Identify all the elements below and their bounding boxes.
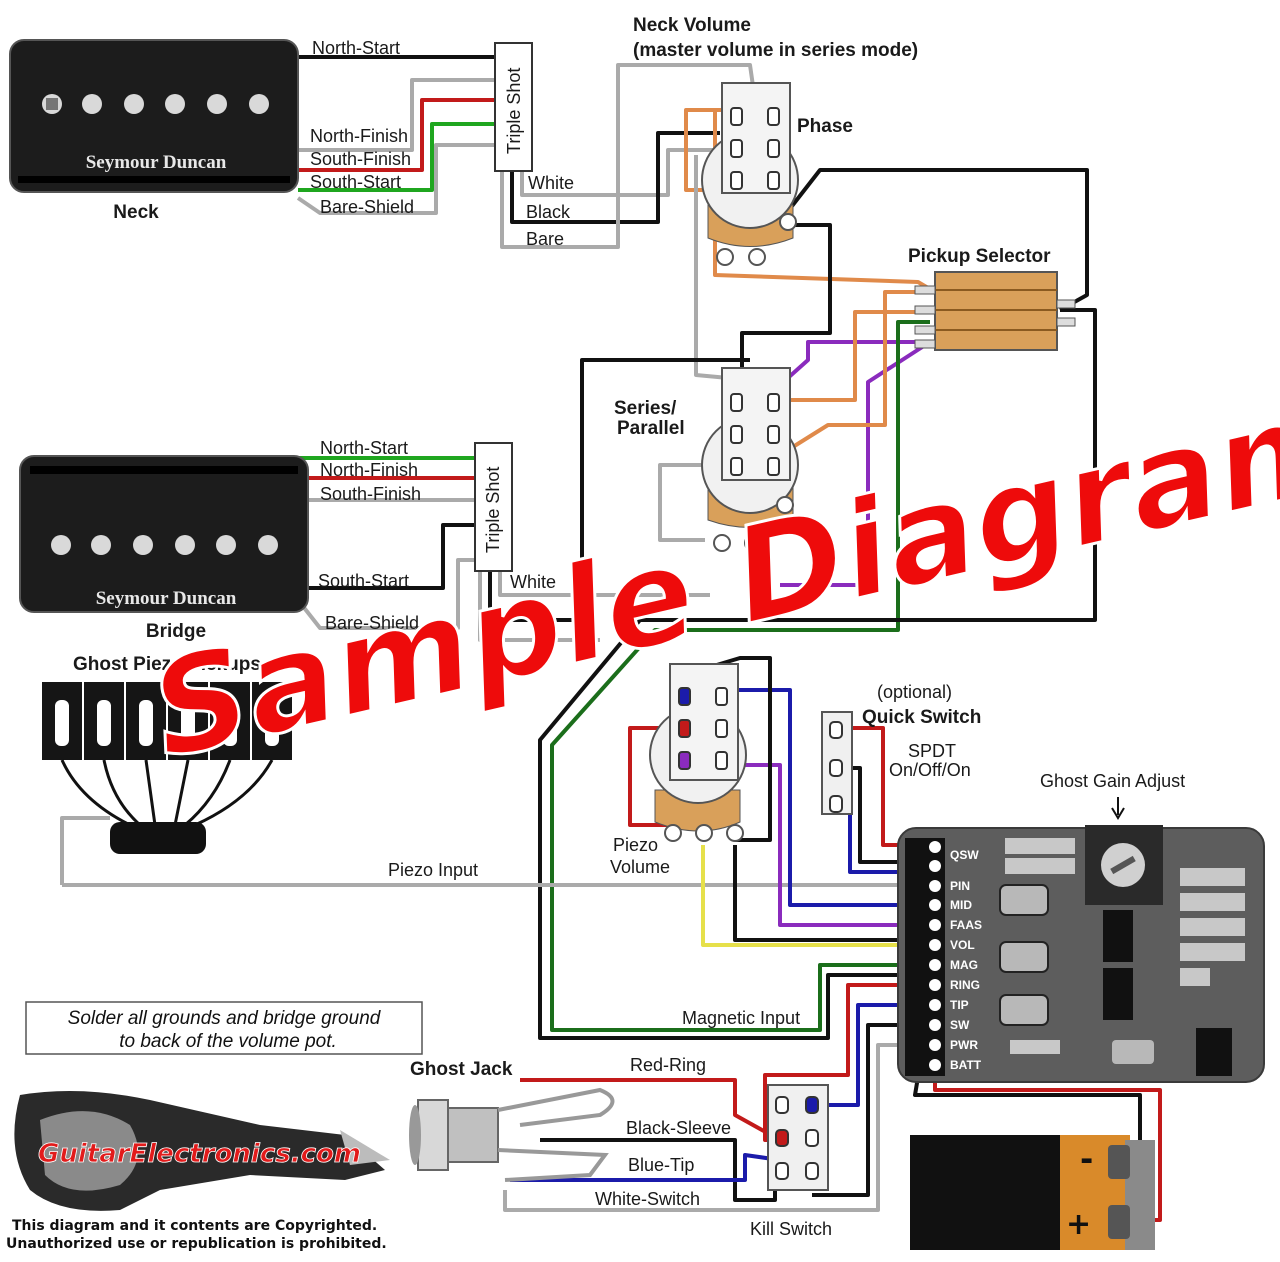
battery: - + [910,1135,1155,1250]
spdt-mode-label: On/Off/On [889,760,971,780]
neck-pole-pieces [42,94,269,114]
series-parallel-pot [701,367,799,552]
phase-label: Phase [797,116,853,137]
pin-label-sw: SW [950,1018,970,1032]
pin-label-vol: VOL [950,938,975,952]
ghost-piezo-pickups-label: Ghost Piezo Pickups [73,654,261,675]
jack-wire-white-switch: White-Switch [595,1189,700,1209]
copyright-line-1: This diagram and it contents are Copyrig… [12,1218,377,1234]
ghost-jack-label: Ghost Jack [410,1059,513,1080]
ghost-preamp-board [897,825,1265,1083]
bridge-pickup-label: Bridge [146,621,206,642]
neck-out-black: Black [526,202,571,222]
bridge-wire-bare-shield: Bare-Shield [325,613,419,633]
board-pin-ring [929,979,941,991]
ghost-gain-arrow-icon [1111,797,1125,820]
board-pin-faas [929,919,941,931]
jack-wire-blue-tip: Blue-Tip [628,1155,694,1175]
guitarelectronics-logo: GuitarElectronics.com [14,1091,390,1211]
neck-pickup-brand: Seymour Duncan [86,152,227,173]
magnetic-input-label: Magnetic Input [682,1008,800,1028]
piezo-input-label: Piezo Input [388,860,478,880]
spdt-label: SPDT [908,741,956,761]
quick-switch-optional: (optional) [877,682,952,702]
copyright-line-2: Unauthorized use or republication is pro… [6,1236,387,1252]
neck-volume-note: (master volume in series mode) [633,40,918,61]
board-pin-sw [929,1019,941,1031]
quick-switch [821,711,853,815]
bridge-triple-shot: Triple Shot [474,442,513,572]
neck-wire-south-start: South-Start [310,172,401,192]
ghost-jack [409,1087,615,1182]
pin-label-tip: TIP [950,998,969,1012]
bridge-pole-pieces [51,535,278,555]
neck-wire-north-start: North-Start [312,38,400,58]
neck-wire-south-finish: South-Finish [310,149,411,169]
ghost-board-pins [905,838,945,1076]
board-pin-pin [929,880,941,892]
pin-label-batt: BATT [950,1058,982,1072]
bridge-wire-south-finish: South-Finish [320,484,421,504]
neck-out-white: White [528,173,574,193]
pin-label-mag: MAG [950,958,978,972]
kill-switch-label: Kill Switch [750,1219,832,1239]
neck-wire-north-finish: North-Finish [310,126,408,146]
bridge-wire-north-start: North-Start [320,438,408,458]
board-pin-qsw [929,841,941,853]
battery-minus-icon: - [1080,1140,1093,1178]
pin-label-faas: FAAS [950,918,982,932]
ghost-gain-adjust-label: Ghost Gain Adjust [1040,771,1185,791]
series-parallel-label-2: Parallel [617,418,685,439]
jack-wire-black-sleeve: Black-Sleeve [626,1118,731,1138]
wires [60,55,1162,1222]
neck-triple-shot: Triple Shot [494,42,533,172]
ghost-piezo-saddles [42,682,292,854]
board-pin-mid [929,899,941,911]
pin-label-pin: PIN [950,879,970,893]
bridge-wire-south-start: South-Start [318,571,409,591]
ground-note-line-1: Solder all grounds and bridge ground [68,1008,382,1029]
logo-text: GuitarElectronics.com [38,1139,361,1169]
battery-plus-icon: + [1066,1207,1091,1242]
jack-wire-red-ring: Red-Ring [630,1055,706,1075]
pin-label-qsw: QSW [950,848,979,862]
phase-pot [701,82,799,266]
board-pin-vol [929,939,941,951]
quick-switch-label: Quick Switch [862,707,981,728]
board-pin-tip [929,999,941,1011]
neck-pickup: Seymour Duncan [9,39,299,193]
pin-label-ring: RING [950,978,980,992]
piezo-volume-label-1: Piezo [613,835,658,855]
kill-switch [767,1084,829,1191]
piezo-volume-pot [649,663,747,842]
bridge-pickup-brand: Seymour Duncan [96,588,237,609]
neck-wire-bare-shield: Bare-Shield [320,197,414,217]
pin-label-mid: MID [950,898,972,912]
pickup-selector-label: Pickup Selector [908,246,1051,267]
pickup-selector [914,271,1076,351]
neck-triple-shot-label: Triple Shot [504,68,524,154]
pin-label-pwr: PWR [950,1038,978,1052]
board-pin-pwr [929,1039,941,1051]
bridge-pickup: Seymour Duncan [19,455,309,613]
neck-volume-label: Neck Volume [633,15,751,36]
board-pin-mag [929,959,941,971]
bridge-triple-shot-label: Triple Shot [483,467,503,553]
ground-note: Solder all grounds and bridge ground to … [25,1001,423,1055]
bridge-out-white: White [510,572,556,592]
ground-note-line-2: to back of the volume pot. [119,1031,337,1052]
bridge-wire-north-finish: North-Finish [320,460,418,480]
neck-pickup-label: Neck [113,202,159,223]
board-pin-batt [929,1059,941,1071]
neck-out-bare: Bare [526,229,564,249]
series-parallel-label-1: Series/ [614,398,677,419]
piezo-volume-label-2: Volume [610,857,670,877]
